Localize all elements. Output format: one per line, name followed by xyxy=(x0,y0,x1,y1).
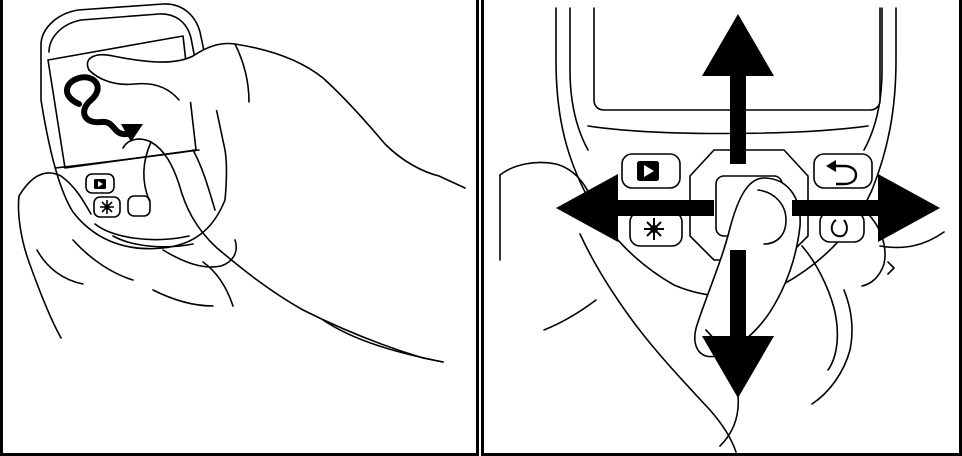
play-button-icon xyxy=(86,174,114,193)
left-illustration xyxy=(3,0,476,453)
laser-icon xyxy=(94,197,120,217)
power-icon xyxy=(820,212,864,242)
right-panel xyxy=(481,0,962,456)
back-arrow-icon xyxy=(814,154,872,188)
left-panel xyxy=(0,0,479,456)
power-icon xyxy=(128,196,150,216)
laser-icon xyxy=(630,212,682,246)
play-button-icon xyxy=(622,154,680,188)
right-illustration xyxy=(484,0,959,453)
